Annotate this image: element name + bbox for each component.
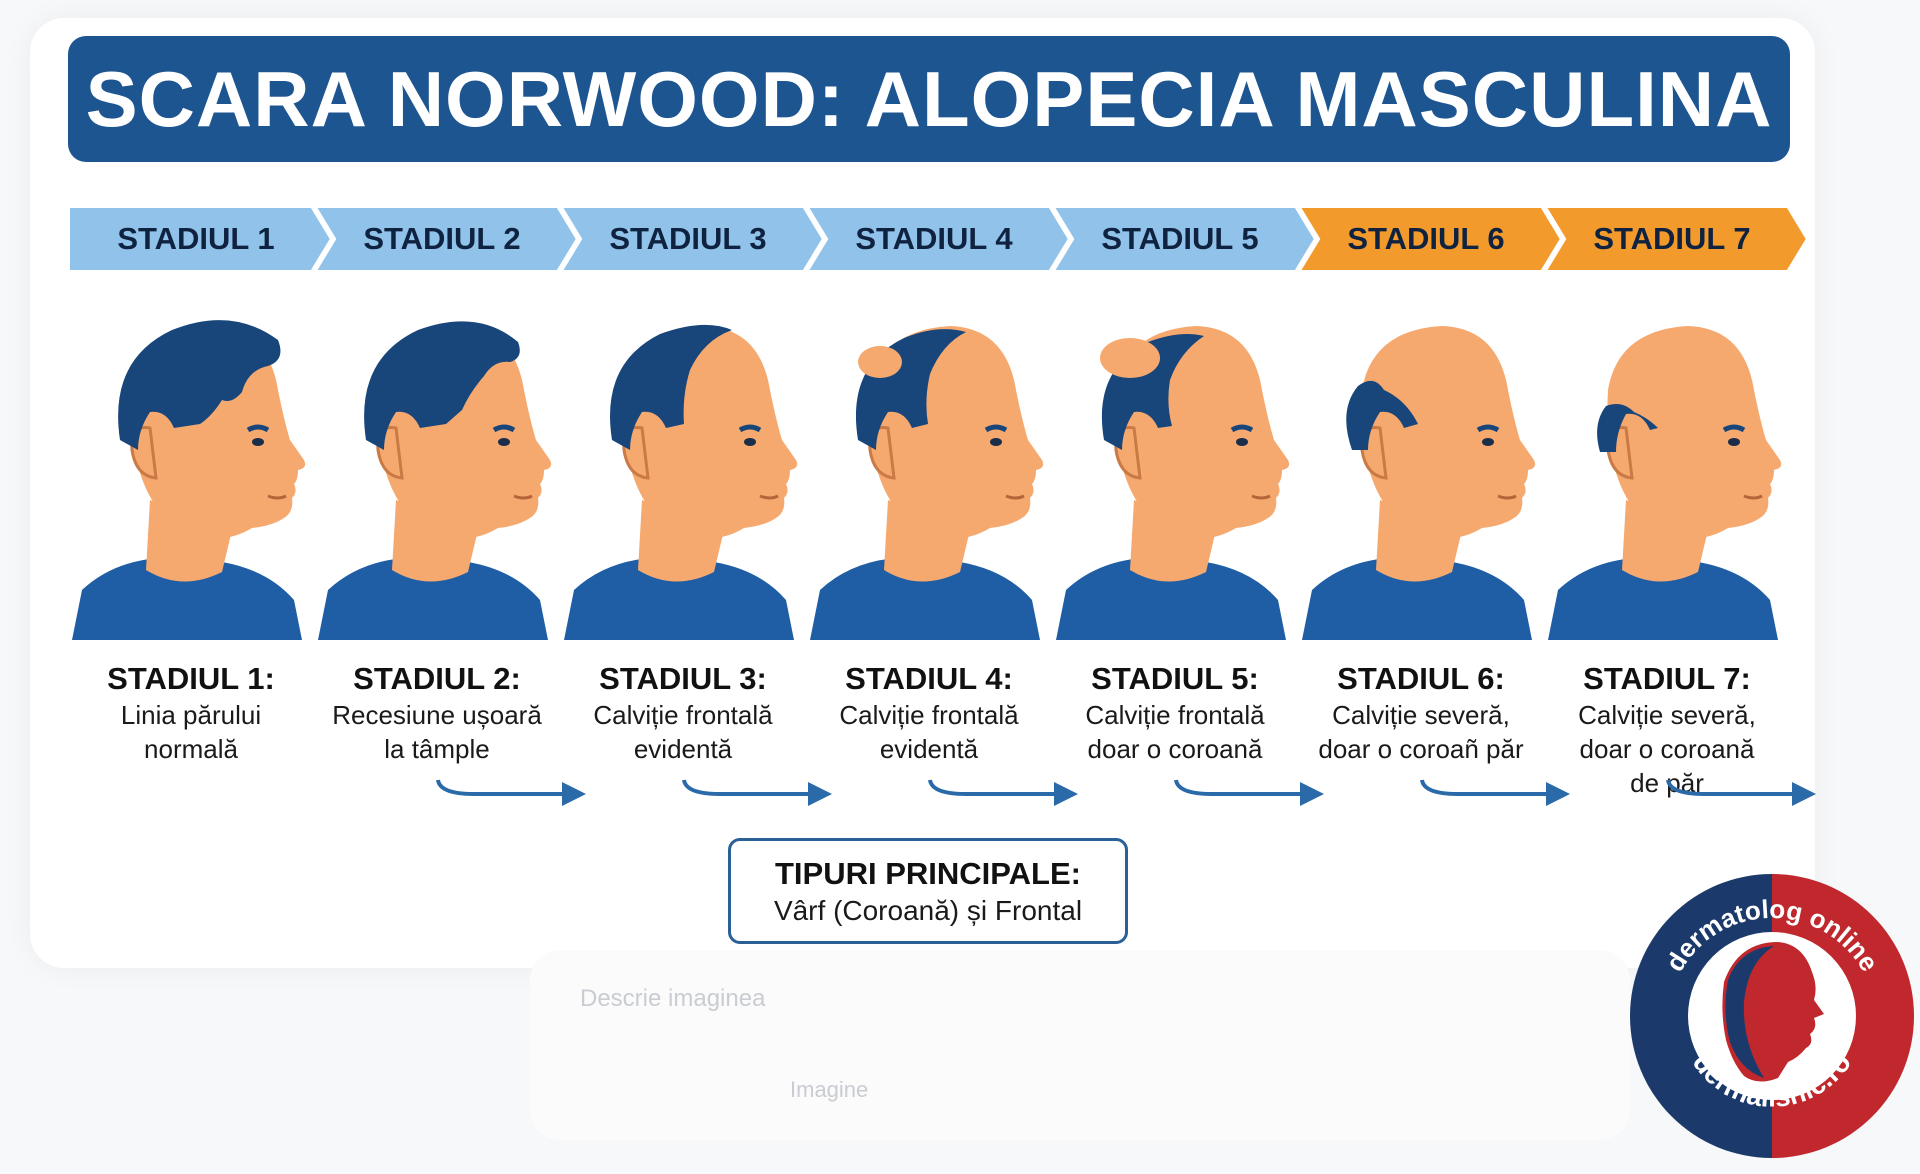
stage-chevron-2: STADIUL 2	[314, 206, 578, 272]
stage-caption-7: STADIUL 7: Calviție severă, doar o coroană…	[1547, 660, 1787, 800]
stage-caption-title: STADIUL 6:	[1337, 661, 1505, 696]
progress-arrow-4	[1174, 779, 1324, 806]
stage-caption-desc-line: Recesiune ușoară	[332, 700, 542, 730]
progress-arrow-6	[1666, 779, 1816, 806]
stage-caption-title: STADIUL 5:	[1091, 661, 1259, 696]
progress-arrow-3	[928, 779, 1078, 806]
stage-caption-3: STADIUL 3: Calviție frontală evidentă	[563, 660, 803, 766]
stage-caption-2: STADIUL 2: Recesiune ușoară la tâmple	[317, 660, 557, 766]
main-types-title: TIPURI PRINCIPALE:	[775, 856, 1081, 891]
stage-caption-desc-line: la tâmple	[384, 734, 490, 764]
stage-chevron-bar: STADIUL 1 STADIUL 2 STADIUL 3 STADIUL 4 STAD…	[68, 206, 1808, 272]
stage-caption-desc-line: evidentă	[879, 734, 979, 764]
stage-chevron-label: STADIUL 2	[363, 221, 521, 256]
stage-caption-desc-line: Calviție frontală	[1085, 700, 1265, 730]
stage-caption-desc-line: Calviție frontală	[839, 700, 1019, 730]
head-profile-stage-1	[72, 300, 310, 640]
stage-caption-desc-line: evidentă	[633, 734, 733, 764]
stage-caption-desc-line: Calviție severă,	[1578, 700, 1756, 730]
main-types-box: TIPURI PRINCIPALE: Vârf (Coroană) și Fro…	[728, 838, 1128, 944]
describe-image-label: Descrie imaginea	[580, 985, 766, 1012]
page-title: SCARA NORWOOD: ALOPECIA MASCULINA	[68, 36, 1790, 162]
main-types-subtitle: Vârf (Coroană) și Frontal	[773, 895, 1083, 926]
stage-chevron-1: STADIUL 1	[68, 206, 332, 272]
stage-caption-desc-line: Calviție severă,	[1332, 700, 1510, 730]
stage-chevron-6: STADIUL 6	[1298, 206, 1562, 272]
head-profile-stage-7	[1548, 300, 1786, 640]
head-profile-stage-4	[810, 300, 1048, 640]
stage-caption-title: STADIUL 3:	[599, 661, 767, 696]
dermatolog-online-logo: dermatolog online dermalisnic.ro	[1630, 874, 1914, 1158]
background-panel	[530, 950, 1630, 1140]
stage-caption-desc-line: Linia părului	[120, 700, 262, 730]
stage-chevron-label: STADIUL 1	[117, 221, 275, 256]
progress-arrow-5	[1420, 779, 1570, 806]
stage-caption-6: STADIUL 6: Calviție severă, doar o coroañ …	[1301, 660, 1541, 766]
head-profiles-row	[68, 300, 1790, 640]
head-profile-stage-6	[1302, 300, 1540, 640]
head-profile-stage-3	[564, 300, 802, 640]
stage-chevron-5: STADIUL 5	[1052, 206, 1316, 272]
stage-chevron-7: STADIUL 7	[1544, 206, 1808, 272]
stage-caption-desc-line: doar o coroañ păr	[1318, 734, 1524, 764]
stage-chevron-label: STADIUL 7	[1593, 221, 1751, 256]
progress-arrow-2	[682, 779, 832, 806]
stage-chevron-label: STADIUL 4	[855, 221, 1013, 256]
stage-chevron-3: STADIUL 3	[560, 206, 824, 272]
stage-caption-title: STADIUL 2:	[353, 661, 521, 696]
stage-caption-desc-line: normală	[144, 734, 238, 764]
head-profile-stage-5	[1056, 300, 1294, 640]
progress-arrow-1	[436, 779, 586, 806]
stage-caption-title: STADIUL 1:	[107, 661, 275, 696]
stage-chevron-label: STADIUL 5	[1101, 221, 1259, 256]
stage-caption-1: STADIUL 1: Linia părului normală	[71, 660, 311, 766]
stage-caption-5: STADIUL 5: Calviție frontală doar o coroan…	[1055, 660, 1295, 766]
stage-caption-title: STADIUL 7:	[1583, 661, 1751, 696]
stage-chevron-label: STADIUL 6	[1347, 221, 1505, 256]
stage-caption-desc-line: doar o coroană	[1579, 734, 1755, 764]
stage-chevron-4: STADIUL 4	[806, 206, 1070, 272]
stage-caption-title: STADIUL 4:	[845, 661, 1013, 696]
stage-caption-4: STADIUL 4: Calviție frontală evidentă	[809, 660, 1049, 766]
stage-chevron-label: STADIUL 3	[609, 221, 767, 256]
head-profile-stage-2	[318, 300, 556, 640]
image-label: Imagine	[790, 1077, 869, 1102]
stage-caption-desc-line: Calviție frontală	[593, 700, 773, 730]
stage-caption-desc-line: doar o coroană	[1087, 734, 1263, 764]
